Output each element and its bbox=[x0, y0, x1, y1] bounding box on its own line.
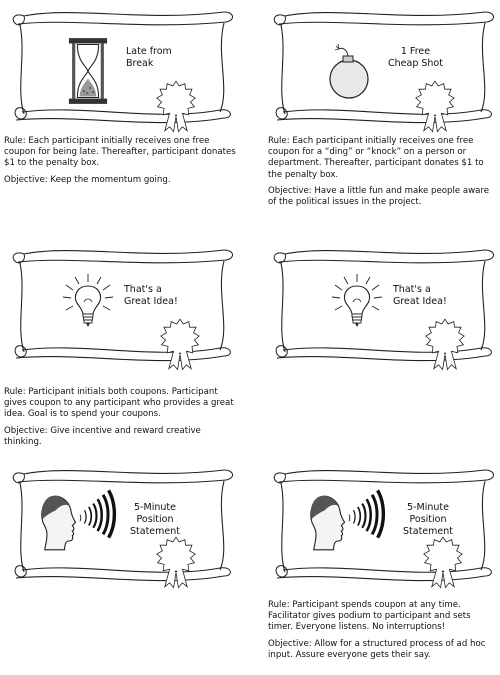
objective-text: Objective: Keep the momentum going. bbox=[4, 174, 171, 185]
award-ribbon-icon bbox=[411, 78, 459, 134]
rule-text: Rule: Participant initials both coupons.… bbox=[4, 387, 234, 420]
rule-text: Rule: Each participant initially receive… bbox=[4, 136, 236, 169]
award-ribbon-icon bbox=[156, 316, 204, 372]
award-ribbon-icon bbox=[152, 534, 200, 590]
coupon-rules: Rule: Participant spends coupon at any t… bbox=[268, 600, 498, 666]
hourglass-icon bbox=[66, 36, 110, 106]
award-ribbon-icon bbox=[421, 316, 469, 372]
rule-text: Rule: Each participant initially receive… bbox=[268, 136, 484, 180]
coupon-rules: Rule: Each participant initially receive… bbox=[4, 136, 240, 191]
coupon-rules: Rule: Each participant initially receive… bbox=[268, 136, 498, 213]
objective-text: Objective: Have a little fun and make pe… bbox=[268, 185, 490, 208]
objective-text: Objective: Give incentive and reward cre… bbox=[4, 425, 201, 447]
rule-text: Rule: Participant spends coupon at any t… bbox=[268, 600, 471, 633]
award-ribbon-icon bbox=[419, 534, 467, 590]
lightbulb-icon bbox=[327, 272, 387, 332]
bomb-icon bbox=[325, 40, 375, 102]
speaking-head-icon bbox=[305, 486, 393, 552]
speaking-head-icon bbox=[36, 486, 124, 552]
award-ribbon-icon bbox=[152, 78, 200, 134]
scroll-graphic bbox=[4, 4, 239, 132]
coupon-rules: Rule: Participant initials both coupons.… bbox=[4, 387, 240, 453]
scroll-graphic bbox=[265, 4, 500, 132]
lightbulb-icon bbox=[58, 272, 118, 332]
objective-text: Objective: Allow for a structured proces… bbox=[268, 638, 486, 660]
